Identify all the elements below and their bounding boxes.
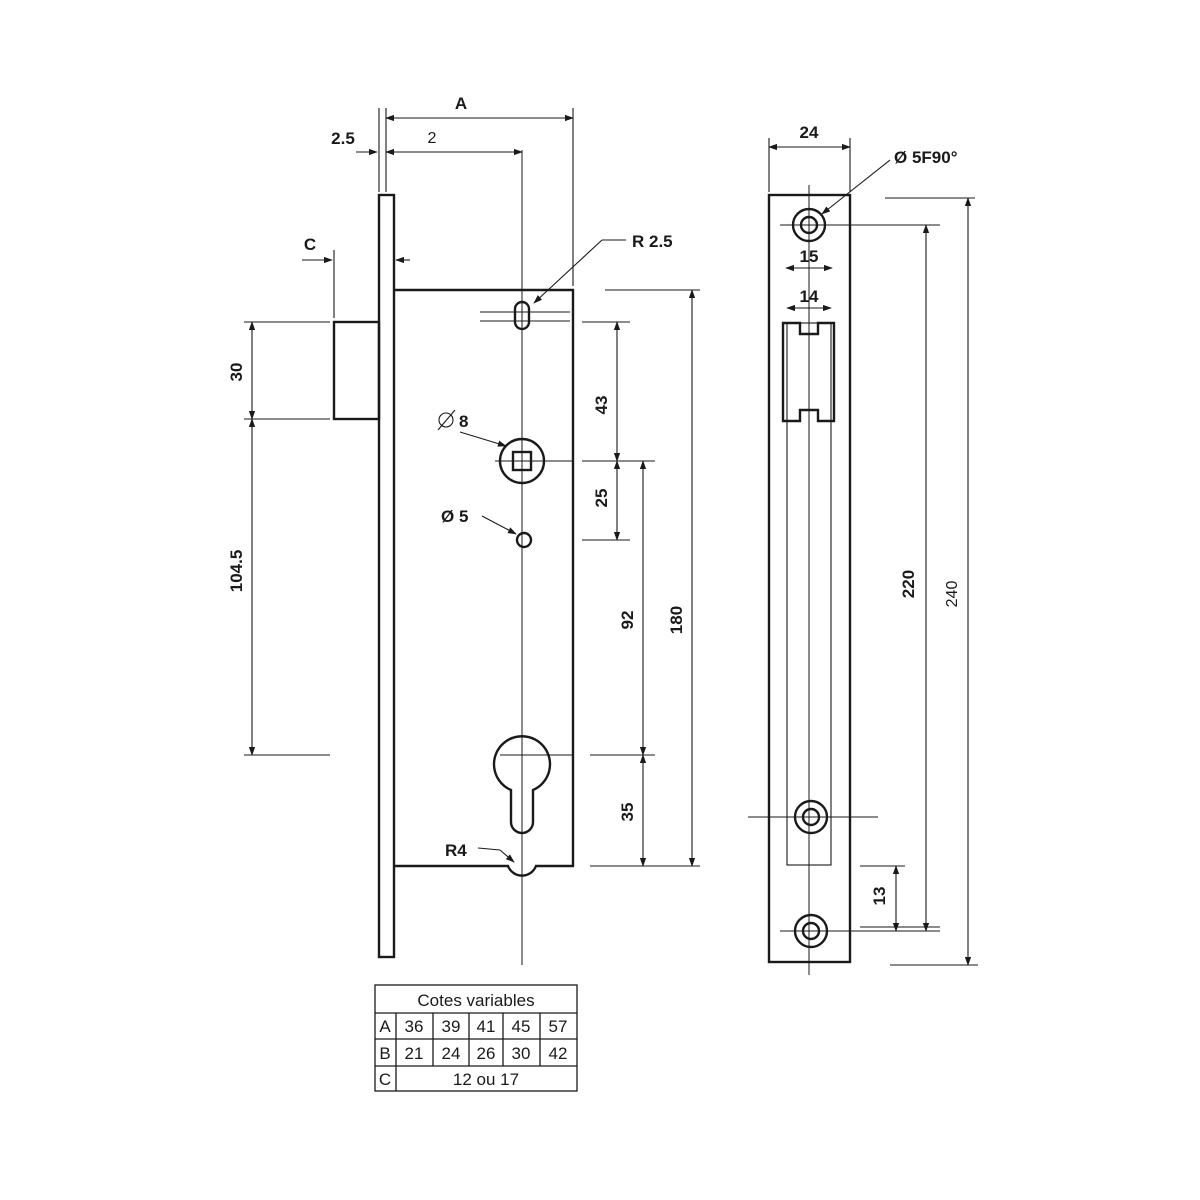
cylinder-cutout bbox=[492, 735, 552, 835]
front-view: 43 25 92 35 180 30 104.5 C A 2 2 bbox=[227, 94, 700, 965]
row-a-value: 41 bbox=[477, 1017, 496, 1036]
dim-30-label: 30 bbox=[227, 363, 246, 382]
dim-25-label: 25 bbox=[592, 489, 611, 508]
dim-24-label: 24 bbox=[800, 123, 819, 142]
lock-case bbox=[394, 288, 575, 877]
row-b-label: B bbox=[379, 1044, 390, 1063]
dim-15-label: 15 bbox=[800, 247, 819, 266]
screw-hole-diameter-label: Ø 5 bbox=[441, 507, 468, 526]
table-title: Cotes variables bbox=[417, 991, 534, 1010]
spindle-diameter-label: 8 bbox=[459, 412, 468, 431]
top-slot bbox=[513, 300, 531, 331]
notch-radius-label: R4 bbox=[445, 841, 467, 860]
dim-13-label: 13 bbox=[870, 887, 889, 906]
row-b-value: 24 bbox=[442, 1044, 461, 1063]
bolt-slot-profile bbox=[781, 321, 836, 423]
hole-spec-label: Ø 5F90° bbox=[894, 148, 958, 167]
faceplate bbox=[377, 193, 396, 959]
slot-radius-label: R 2.5 bbox=[632, 232, 673, 251]
row-a-value: 57 bbox=[549, 1017, 568, 1036]
row-a-value: 45 bbox=[512, 1017, 531, 1036]
dim-220-label: 220 bbox=[899, 570, 918, 598]
row-b-value: 26 bbox=[477, 1044, 496, 1063]
dim-92-label: 92 bbox=[618, 611, 637, 630]
row-b-value: 42 bbox=[549, 1044, 568, 1063]
row-a-value: 36 bbox=[405, 1017, 424, 1036]
dim-43-label: 43 bbox=[592, 396, 611, 415]
row-a-value: 39 bbox=[442, 1017, 461, 1036]
dim-2-5-label: 2.5 bbox=[331, 129, 355, 148]
dim-35-label: 35 bbox=[618, 803, 637, 822]
row-c-label: C bbox=[379, 1070, 391, 1089]
screw-hole bbox=[515, 531, 533, 549]
dim-104-5-label: 104.5 bbox=[227, 550, 246, 593]
cotes-variables-table: Cotes variables A 36 39 41 45 57 B 21 24… bbox=[374, 984, 578, 1092]
row-c-value: 12 ou 17 bbox=[453, 1070, 519, 1089]
side-view: 24 Ø 5F90° 15 14 220 240 13 bbox=[748, 123, 978, 975]
row-b-value: 30 bbox=[512, 1044, 531, 1063]
dim-2-label: 2 bbox=[428, 130, 437, 147]
row-b-value: 21 bbox=[405, 1044, 424, 1063]
dim-c-label: C bbox=[304, 235, 316, 254]
dim-14-label: 14 bbox=[800, 287, 819, 306]
dim-a-label: A bbox=[455, 94, 467, 113]
row-a-label: A bbox=[379, 1017, 391, 1036]
diameter-symbol-icon bbox=[437, 409, 456, 431]
latch-bolt bbox=[332, 320, 381, 421]
dim-180-label: 180 bbox=[667, 606, 686, 634]
dim-240-label: 240 bbox=[944, 581, 961, 608]
